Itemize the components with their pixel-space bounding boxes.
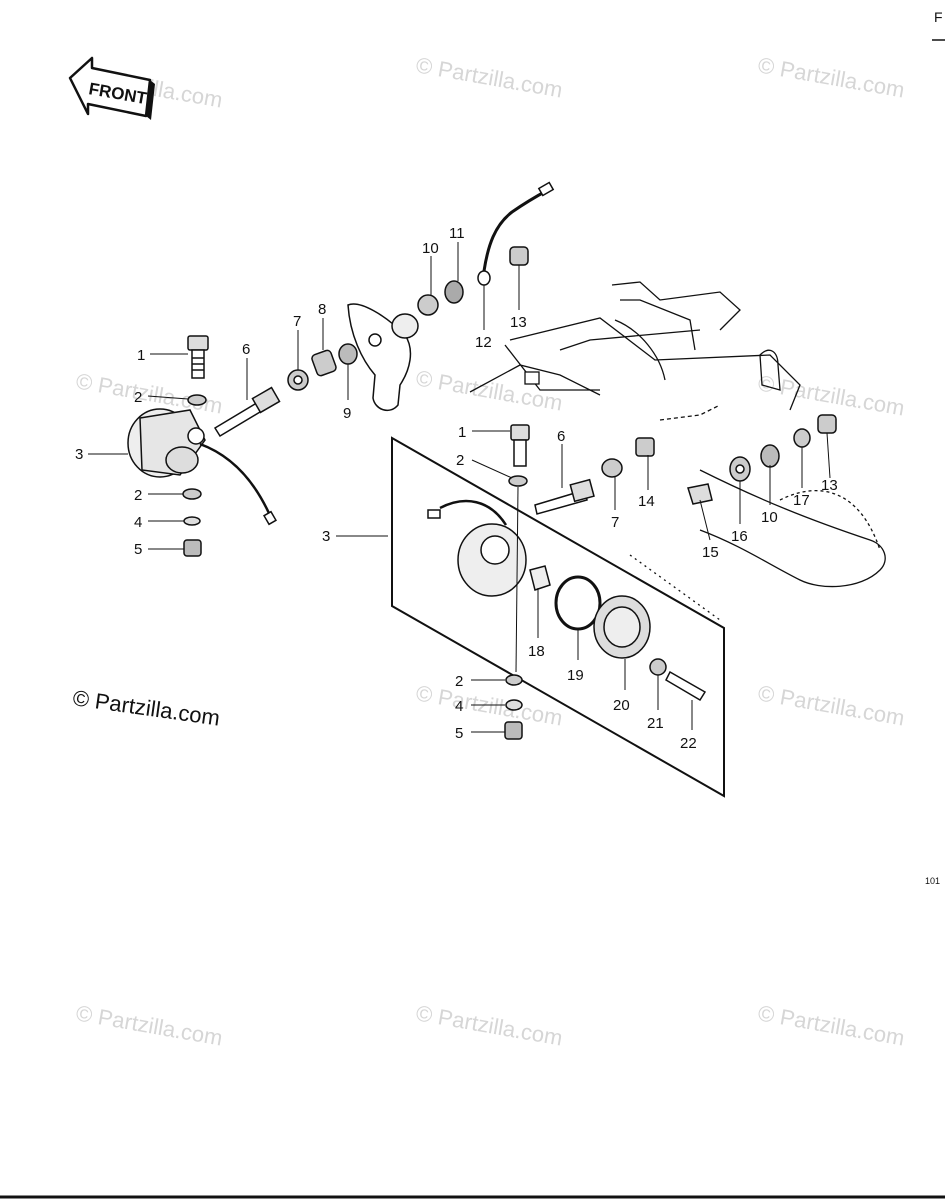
callout-7: 7 [293,313,301,330]
watermark: © Partzilla.com [756,52,906,102]
watermark: © Partzilla.com [74,1000,224,1050]
leader-lines [88,242,831,733]
callout-13: 13 [821,477,838,494]
callout-22: 22 [680,735,697,752]
callout-8: 8 [318,301,326,318]
callout-18: 18 [528,643,545,660]
corner-letter: F [934,9,943,25]
front-arrow: FRONT [68,56,155,120]
callout-19: 19 [567,667,584,684]
callout-3: 3 [322,528,330,545]
callout-3: 3 [75,446,83,463]
callout-17: 17 [793,492,810,509]
callout-1: 1 [137,347,145,364]
callout-20: 20 [613,697,630,714]
watermark: © Partzilla.com [756,680,906,730]
right-hardware [635,414,837,505]
callout-6: 6 [242,341,250,358]
callout-2: 2 [134,487,142,504]
callout-2: 2 [456,452,464,469]
callout-21: 21 [647,715,664,732]
callout-5: 5 [455,725,463,742]
callout-5: 5 [134,541,142,558]
copyright-text: © Partzilla.com [71,685,221,730]
callout-13: 13 [510,314,527,331]
callouts: 1 2 3 2 4 5 6 7 8 9 10 11 12 13 1 2 3 6 … [75,225,838,752]
watermark: © Partzilla.com [756,1000,906,1050]
callout-12: 12 [475,334,492,351]
callout-7: 7 [611,514,619,531]
watermark: © Partzilla.com [414,1000,564,1050]
watermark: © Partzilla.com [414,52,564,102]
exploded-rear-signal-box [391,424,725,798]
callout-1: 1 [458,424,466,441]
callout-14: 14 [638,493,655,510]
callout-10: 10 [422,240,439,257]
callout-9: 9 [343,405,351,422]
callout-2: 2 [134,389,142,406]
callout-6: 6 [557,428,565,445]
callout-15: 15 [702,544,719,561]
rear-fender-frame [469,281,886,621]
callout-10: 10 [761,509,778,526]
callout-16: 16 [731,528,748,545]
callout-4: 4 [455,698,463,715]
figure-code: 101 [925,876,940,886]
callout-4: 4 [134,514,142,531]
left-turn-signal-assembly [127,181,555,557]
callout-2: 2 [455,673,463,690]
callout-11: 11 [449,225,465,242]
